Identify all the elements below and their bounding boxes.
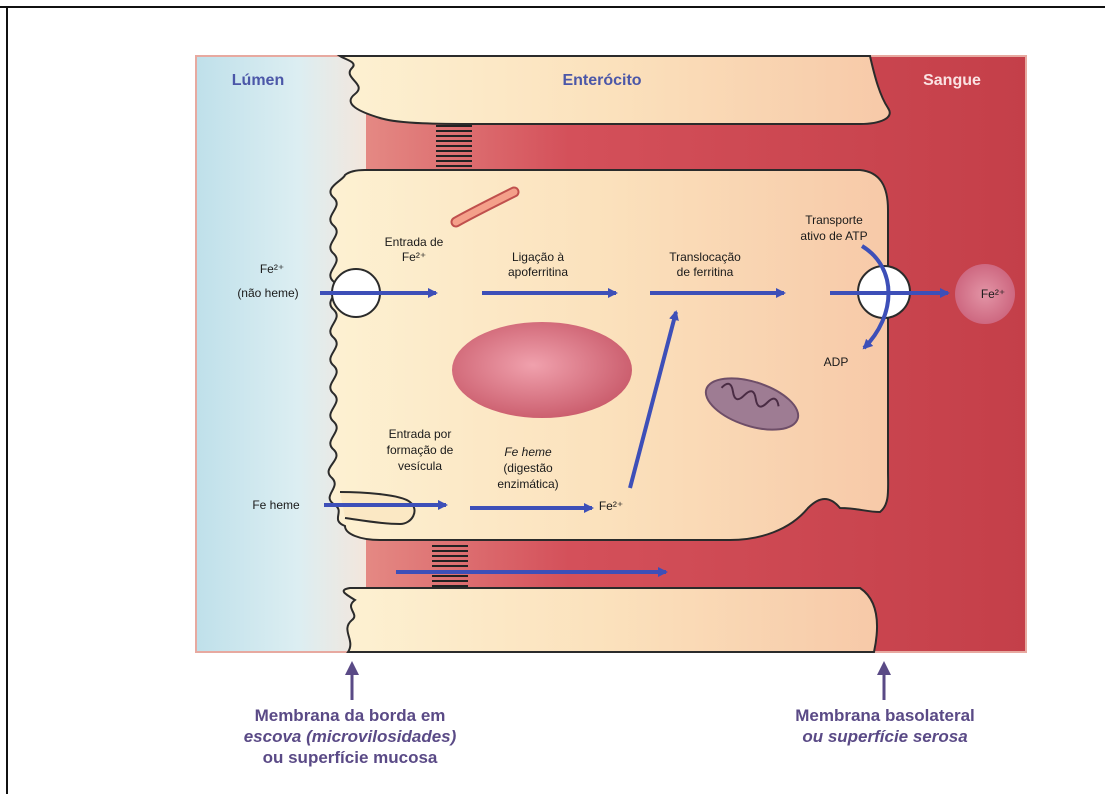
label-adp: ADP — [824, 355, 849, 369]
caption-baso-line2: ou superfície serosa — [760, 726, 1010, 747]
caption-brush-border: Membrana da borda em escova (microvilosi… — [200, 705, 500, 768]
label-entry-fe2-2: Fe²⁺ — [402, 250, 426, 264]
label-fe2-blood: Fe²⁺ — [981, 287, 1005, 301]
label-ferritin-2: de ferritina — [677, 265, 734, 279]
label-transport-1: Transporte — [805, 213, 863, 227]
caption-brush-line1: Membrana da borda em — [200, 705, 500, 726]
header-enterocyte: Enterócito — [562, 72, 641, 89]
label-heme-digest-1: Fe heme — [504, 445, 552, 459]
label-heme-digest-3: enzimática) — [497, 477, 558, 491]
label-vesicle-2: formação de — [387, 443, 454, 457]
label-heme-digest-2: (digestão — [503, 461, 553, 475]
label-fe-heme: Fe heme — [252, 498, 300, 512]
label-vesicle-1: Entrada por — [389, 427, 452, 441]
label-fe2-released: Fe²⁺ — [599, 499, 623, 513]
label-nonheme-sub: (não heme) — [237, 286, 298, 300]
tight-junction-top — [436, 126, 472, 166]
header-lumen: Lúmen — [232, 72, 284, 89]
lower-enterocyte — [344, 588, 877, 652]
header-blood: Sangue — [923, 72, 981, 89]
label-transport-2: ativo de ATP — [800, 229, 867, 243]
nucleus — [452, 322, 632, 418]
tight-junction-bottom — [432, 546, 468, 586]
upper-enterocyte — [340, 56, 890, 124]
label-ferritin-1: Translocação — [669, 250, 741, 264]
label-vesicle-3: vesícula — [398, 459, 442, 473]
caption-brush-line2: escova (microvilosidades) — [200, 726, 500, 747]
caption-brush-line3: ou superfície mucosa — [200, 747, 500, 768]
label-fe2-nonheme: Fe²⁺ — [260, 262, 284, 276]
label-entry-fe2-1: Entrada de — [385, 235, 444, 249]
caption-baso-line1: Membrana basolateral — [760, 705, 1010, 726]
label-apoferritin-1: Ligação à — [512, 250, 564, 264]
caption-basolateral: Membrana basolateral ou superfície seros… — [760, 705, 1010, 747]
label-apoferritin-2: apoferritina — [508, 265, 568, 279]
